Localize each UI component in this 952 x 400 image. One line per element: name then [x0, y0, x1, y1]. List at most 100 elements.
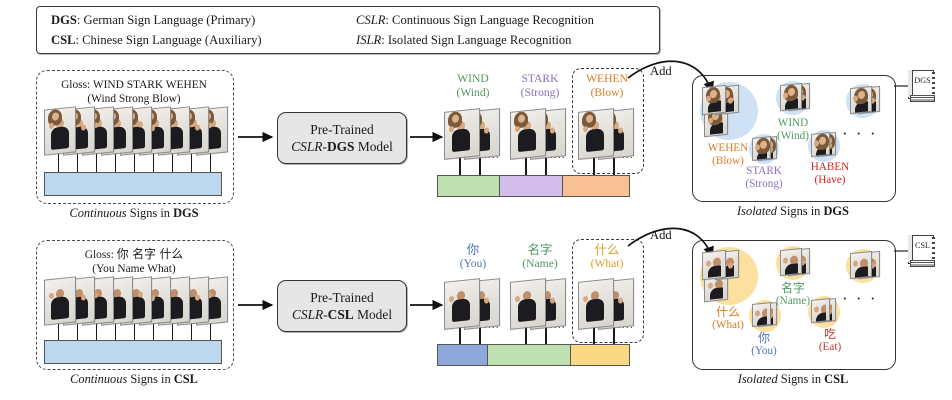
frame-stem — [593, 324, 595, 344]
frame-stem — [171, 150, 174, 172]
frame-stack-continuous-csl — [44, 276, 228, 332]
selected-segment-box-csl — [572, 239, 644, 343]
isolated-frames-dgs-3 — [752, 136, 778, 163]
video-frame — [510, 278, 546, 330]
caption-isolated-dgs-rest: Signs in — [776, 204, 824, 218]
legend-col2-islr: ISLR: Isolated Sign Language Recognition — [356, 30, 571, 50]
add-label-csl: Add — [650, 228, 672, 242]
frame-stem — [152, 320, 155, 340]
gloss-translations-csl: (You Name What) — [92, 263, 176, 275]
frame-stem — [593, 154, 595, 175]
segment-translation-dgs-0: (Wind) — [456, 85, 490, 99]
isolated-gloss-dgs-1: WIND — [777, 117, 809, 129]
segment-gloss-dgs-1: STARK — [521, 72, 559, 85]
frame-stem — [545, 154, 547, 175]
segment-bar-dgs-2 — [562, 175, 630, 197]
book-spine-dgs — [908, 70, 913, 97]
isolated-gloss-csl-3: 吃 — [823, 327, 836, 341]
legend-row-1: DGS: German Sign Language (Primary) CSLR… — [51, 10, 651, 30]
frame-stem — [152, 150, 155, 172]
model-box-dgs[interactable]: Pre-Trained CSLR-DGS Model — [277, 112, 407, 164]
video-frame — [780, 82, 802, 112]
book-pages-dgs — [910, 95, 935, 102]
gloss-terms-dgs: WIND STARK WEHEN — [92, 79, 207, 91]
frame-stem — [57, 320, 60, 340]
frame-stem — [114, 320, 117, 340]
book-spine-csl — [908, 235, 913, 262]
segment-translation-dgs-1: (Strong) — [520, 85, 560, 99]
frame-pair-csl-0 — [444, 278, 500, 330]
segment-label-dgs-0: WIND (Wind) — [440, 72, 506, 99]
segment-bar-dgs-1 — [499, 175, 564, 197]
isolated-translation-dgs-0: (Blow) — [712, 155, 744, 167]
book-tabs-csl — [932, 237, 935, 260]
book-label-csl: CSL — [914, 241, 931, 250]
isolated-label-csl-0: 什么 (What) — [693, 306, 763, 332]
isolated-frames-dgs-0 — [702, 84, 758, 138]
gloss-prefix-dgs: Gloss: — [61, 79, 91, 91]
caption-continuous-csl-bold: CSL — [173, 372, 198, 386]
video-frame — [444, 108, 480, 160]
frame-stem — [114, 150, 117, 172]
isolated-translation-dgs-1: (Wind) — [777, 130, 809, 142]
timeline-bar-csl — [44, 340, 222, 364]
frame-stem — [209, 320, 212, 340]
legend-key-cslr: CSLR — [356, 13, 386, 27]
caption-isolated-csl-bold: CSL — [824, 372, 849, 386]
segment-bar-csl-0 — [437, 344, 489, 366]
segment-bar-csl-2 — [570, 344, 630, 366]
book-label-dgs: DGS — [914, 76, 931, 85]
frame-stem — [95, 320, 98, 340]
model-box-csl[interactable]: Pre-Trained CSLR-CSL Model — [277, 280, 407, 332]
frame-stem — [95, 150, 98, 172]
caption-continuous-csl-rest: Signs in — [127, 372, 174, 386]
frame-pair-csl-1 — [510, 278, 566, 330]
dictionary-book-dgs[interactable]: DGS — [908, 70, 935, 102]
isolated-gloss-dgs-3: HABEN — [810, 161, 850, 173]
gloss-terms-csl: 你 名字 什么 — [116, 247, 184, 261]
frame-pair-dgs-0 — [444, 108, 500, 160]
frame-stem — [190, 320, 193, 340]
frame-stem — [209, 150, 212, 172]
model-lang-csl: CSL — [327, 307, 354, 322]
isolated-frames-csl-0 — [702, 249, 758, 303]
model-rest-csl: Model — [353, 307, 393, 322]
book-pages-csl — [910, 260, 935, 267]
gloss-prefix-csl: Gloss: — [84, 249, 114, 261]
isolated-frames-csl-4 — [811, 298, 837, 325]
frame-stem — [459, 324, 461, 344]
model-dash-csl: - — [323, 307, 328, 322]
isolated-translation-dgs-2: (Strong) — [745, 178, 783, 190]
isolated-label-dgs-2: STARK (Strong) — [731, 165, 797, 191]
isolated-gloss-dgs-0: WEHEN — [707, 142, 749, 154]
isolated-frames-csl-1 — [780, 247, 810, 279]
video-frame — [811, 298, 830, 323]
caption-isolated-dgs-italic: Isolated — [737, 204, 777, 218]
segment-translation-dgs-2: (Blow) — [590, 85, 624, 99]
isolated-label-dgs-3: HABEN (Have) — [797, 161, 863, 187]
legend-key-islr: ISLR — [356, 33, 382, 47]
isolated-gloss-dgs-2: STARK — [746, 165, 782, 177]
video-frame — [578, 278, 614, 330]
isolated-frames-csl-3 — [752, 302, 778, 329]
legend-key-dgs: DGS — [51, 13, 77, 27]
segment-label-dgs-2: WEHEN (Blow) — [573, 72, 641, 99]
selected-segment-box-dgs — [572, 68, 644, 174]
video-frame — [702, 249, 726, 281]
isolated-label-csl-3: 吃 (Eat) — [797, 328, 863, 354]
segment-label-csl-1: 名字 (Name) — [505, 243, 575, 270]
isolated-gloss-csl-1: 名字 — [780, 281, 805, 295]
frame-pair-dgs-2 — [578, 108, 634, 160]
model-rest-dgs: Model — [354, 139, 393, 154]
segment-gloss-dgs-2: WEHEN — [586, 72, 628, 85]
model-dash-dgs: - — [322, 139, 327, 154]
segment-label-dgs-1: STARK (Strong) — [505, 72, 575, 99]
dictionary-book-csl[interactable]: CSL — [908, 235, 935, 267]
segment-bar-csl-1 — [487, 344, 572, 366]
legend-col2-cslr: CSLR: Continuous Sign Language Recogniti… — [356, 10, 594, 30]
timeline-bar-dgs — [44, 172, 222, 196]
model-line2-dgs: CSLR-DGS Model — [291, 138, 393, 155]
frame-pair-dgs-1 — [510, 108, 566, 160]
segment-gloss-csl-0: 你 — [466, 242, 480, 257]
isolated-translation-csl-2: (You) — [751, 345, 777, 357]
